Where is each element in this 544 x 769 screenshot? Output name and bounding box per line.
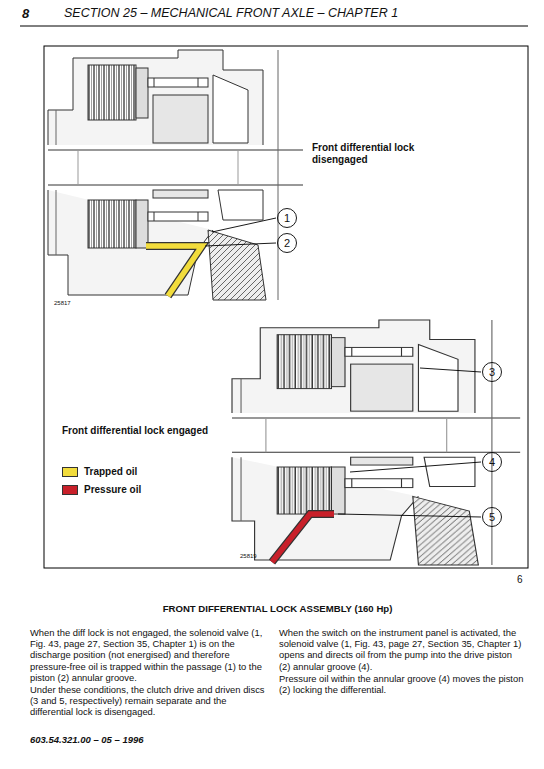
callout-number: 3 xyxy=(483,365,501,379)
body-text: Pressure oil within the annular groove (… xyxy=(279,673,525,695)
section-header: SECTION 25 – MECHANICAL FRONT AXLE – CHA… xyxy=(64,6,398,20)
body-text: When the switch on the instrument panel … xyxy=(279,627,525,672)
callout-number: 4 xyxy=(483,455,501,469)
page-number: 8 xyxy=(22,6,29,21)
legend-text: Trapped oil xyxy=(84,466,137,477)
legend-text: Pressure oil xyxy=(84,484,141,495)
body-text: When the diff lock is not engaged, the s… xyxy=(30,627,268,683)
figure-code: 25817 xyxy=(54,300,71,306)
footer-code: 603.54.321.00 – 05 – 1996 xyxy=(30,734,144,745)
figure-label: Front differential lock engaged xyxy=(62,425,212,437)
callout-number: 2 xyxy=(278,236,296,250)
section-title: FRONT DIFFERENTIAL LOCK ASSEMBLY (160 Hp… xyxy=(30,603,525,614)
body-text: Under these conditions, the clutch drive… xyxy=(30,684,268,718)
legend-swatch xyxy=(62,485,78,495)
callout-number: 1 xyxy=(278,211,296,225)
legend-swatch xyxy=(62,467,78,477)
figure-label: Front differential lock disengaged xyxy=(312,142,462,166)
figure-code: 25819 xyxy=(240,553,257,559)
callout-number: 5 xyxy=(483,510,501,524)
figure-number: 6 xyxy=(517,574,523,585)
